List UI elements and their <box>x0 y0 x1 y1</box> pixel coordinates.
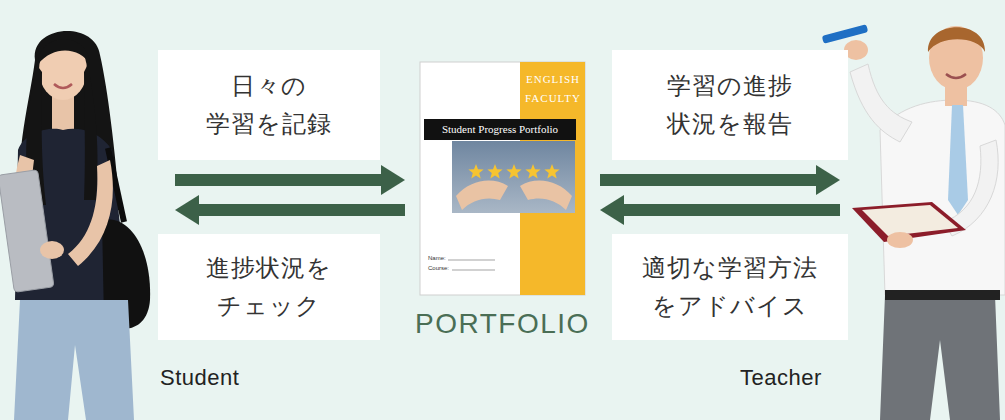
book-pages <box>862 205 958 236</box>
flow-arrow <box>600 174 820 186</box>
cover-text: Student Progress Portfolio <box>424 122 576 137</box>
smile <box>54 84 72 88</box>
cover-text: Course: <box>428 265 458 271</box>
label-box: 進捗状況を チェック <box>158 234 380 340</box>
edge-label: 学習の進捗 状況を報告 <box>632 67 828 144</box>
cover-text: Name: <box>428 255 458 261</box>
hair <box>928 27 985 52</box>
hand <box>40 241 64 259</box>
smile <box>946 74 966 78</box>
label-box: 日々の 学習を記録 <box>158 50 380 160</box>
hair-front <box>38 39 90 64</box>
edge-label: 日々の 学習を記録 <box>178 67 360 144</box>
portfolio-node: PORTFOLIO <box>420 62 585 345</box>
teacher-figure <box>822 24 1005 420</box>
cover-photo <box>452 141 575 213</box>
form-line <box>448 260 495 261</box>
star <box>506 164 521 178</box>
flow-arrow <box>175 174 385 186</box>
arm <box>68 160 113 266</box>
jeans <box>14 300 134 420</box>
neck <box>52 95 74 133</box>
flow-arrow <box>195 204 405 216</box>
marker-pen <box>822 24 869 44</box>
hand <box>844 40 868 60</box>
node-heading: PORTFOLIO <box>408 308 597 340</box>
hand <box>887 232 913 248</box>
hand-right <box>520 181 572 210</box>
trousers <box>880 295 1000 420</box>
portfolio-cover <box>420 62 585 295</box>
student-figure-node: Student <box>5 25 160 405</box>
hair-side <box>84 64 98 200</box>
label-box: 学習の進捗 状況を報告 <box>612 50 848 160</box>
star <box>525 164 540 178</box>
cover-text: ENGLISH FACULTY <box>522 70 584 107</box>
belt <box>885 290 1000 300</box>
tie <box>948 105 968 215</box>
form-line <box>452 270 495 271</box>
flow-arrow <box>620 204 840 216</box>
hand-left <box>456 181 508 210</box>
student-figure <box>0 31 150 420</box>
star <box>468 164 483 178</box>
star <box>544 164 559 178</box>
laptop <box>0 170 54 292</box>
edge-label: 適切な学習方法 をアドバイス <box>632 249 828 326</box>
edge-label: 進捗状況を チェック <box>178 249 360 326</box>
node-heading: Student <box>160 365 239 391</box>
title-bar <box>424 119 576 140</box>
teacher-figure-node: Teacher <box>855 25 1005 405</box>
star <box>487 164 502 178</box>
raised-arm <box>850 64 912 142</box>
label-box: 適切な学習方法 をアドバイス <box>612 234 848 340</box>
node-heading: Teacher <box>740 365 822 391</box>
cover-sheet <box>420 62 585 295</box>
